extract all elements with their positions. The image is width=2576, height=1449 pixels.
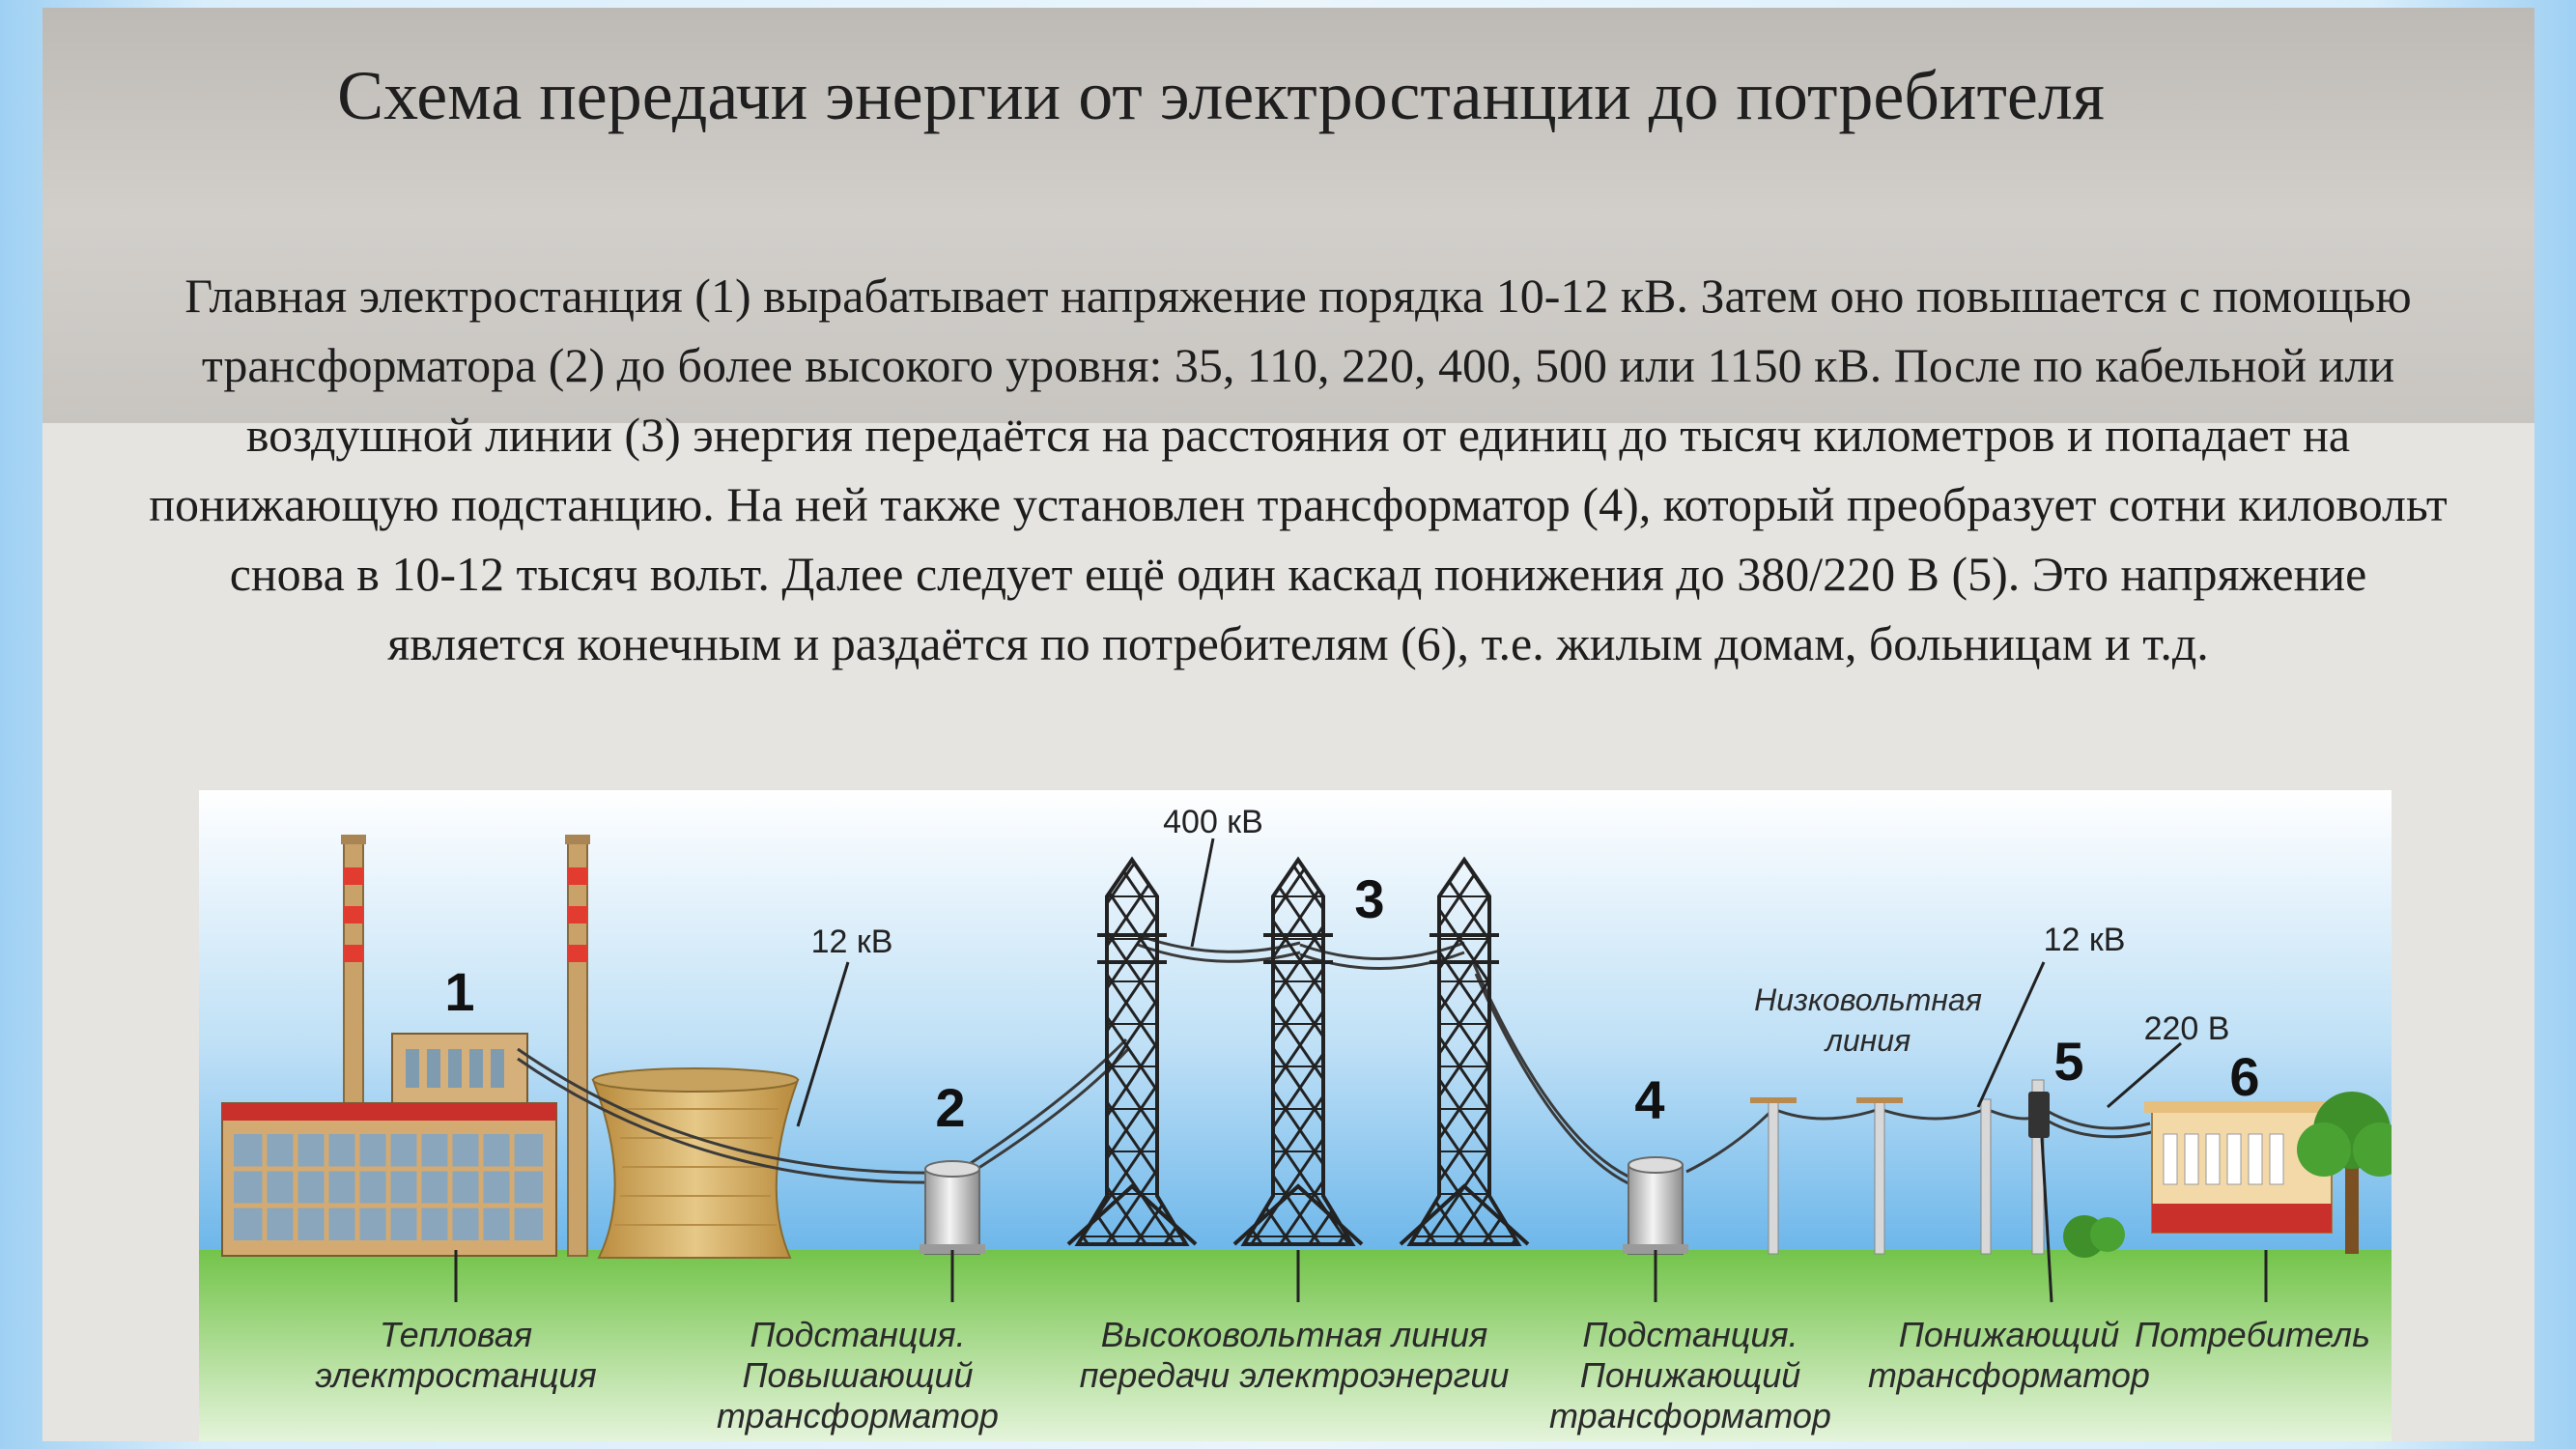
caption-substation-up-2: Повышающий	[742, 1355, 973, 1395]
step-down-substation	[1623, 1156, 1688, 1255]
label-number-4: 4	[1634, 1069, 1664, 1130]
wires	[517, 933, 2161, 1186]
pole-transformer	[2028, 1079, 2050, 1255]
caption-substation-down-2: Понижающий	[1580, 1355, 1800, 1395]
consumer-house	[2063, 1092, 2392, 1258]
label-number-1: 1	[444, 961, 474, 1022]
caption-substation-up-3: трансформатор	[717, 1396, 999, 1435]
caption-substation-up-1: Подстанция.	[750, 1315, 965, 1354]
header-band	[42, 8, 2534, 423]
label-number-6: 6	[2229, 1046, 2259, 1107]
leader-lines	[454, 838, 2268, 1303]
thermal-power-plant	[221, 835, 800, 1259]
ground	[199, 1250, 2392, 1441]
voltage-220v: 220 В	[2144, 1010, 2230, 1047]
low-voltage-line-label-2: линия	[1824, 1023, 1911, 1058]
caption-substation-down-3: трансформатор	[1549, 1396, 1831, 1435]
caption-step-down-2: трансформатор	[1868, 1355, 2150, 1395]
pylon-3	[1399, 856, 1530, 1246]
voltage-12kv-left: 12 кВ	[811, 923, 893, 960]
caption-hv-line-1: Высоковольтная линия	[1101, 1315, 1487, 1354]
label-number-3: 3	[1354, 868, 1384, 929]
caption-step-down-1: Понижающий	[1899, 1315, 2119, 1354]
low-voltage-line-label-1: Низковольтная	[1754, 982, 1982, 1017]
label-number-2: 2	[935, 1077, 965, 1138]
slide-title-text: Схема передачи энергии от электростанции…	[337, 57, 2105, 134]
voltage-12kv-right: 12 кВ	[2044, 922, 2126, 958]
slide: Схема передачи энергии от электростанции…	[42, 8, 2534, 1441]
voltage-400kv: 400 кВ	[1163, 804, 1263, 840]
caption-consumer: Потребитель	[2135, 1315, 2370, 1354]
step-up-substation	[920, 1160, 985, 1255]
caption-hv-line-2: передачи электроэнергии	[1080, 1355, 1510, 1395]
caption-power-plant-2: электростанция	[315, 1355, 597, 1395]
pylon-2	[1232, 856, 1364, 1246]
label-number-5: 5	[2053, 1031, 2083, 1092]
caption-power-plant-1: Тепловая	[380, 1315, 532, 1354]
description-paragraph: Главная электростанция (1) вырабатывает …	[149, 269, 2448, 670]
slide-title: Схема передачи энергии от электростанции…	[42, 56, 2534, 136]
caption-substation-down-1: Подстанция.	[1582, 1315, 1798, 1354]
pylon-1	[1066, 856, 1198, 1246]
energy-transmission-diagram: 1 2 3 4 5 6 12 кВ 400 кВ 12 кВ 220 В Низ…	[199, 790, 2392, 1441]
low-voltage-poles	[1750, 1097, 1992, 1255]
